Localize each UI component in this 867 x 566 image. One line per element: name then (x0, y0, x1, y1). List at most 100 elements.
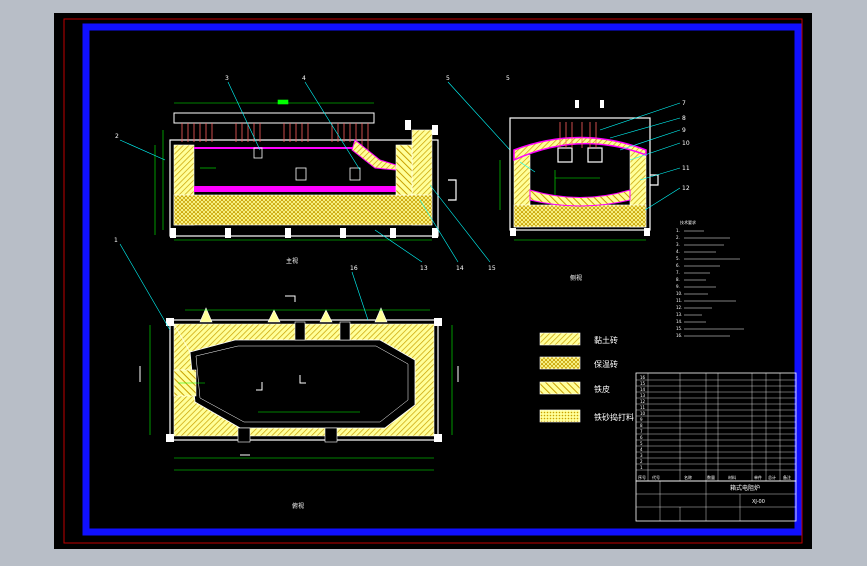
svg-text:3: 3 (640, 453, 643, 458)
svg-text:12: 12 (640, 399, 646, 404)
side-legs (510, 100, 650, 236)
legend-label-2: 保温砖 (594, 359, 618, 369)
front-legs (170, 120, 438, 238)
title-block: 箱式电阻炉 XJ-00 (635, 480, 797, 522)
svg-text:9.: 9. (676, 284, 680, 289)
svg-text:7: 7 (682, 100, 686, 107)
outer-red-frame (63, 18, 803, 544)
svg-text:1: 1 (640, 465, 643, 470)
plan-chamber-bevel (195, 345, 409, 423)
svg-text:4: 4 (302, 75, 306, 82)
svg-text:7.: 7. (676, 270, 680, 275)
plan-peaks (199, 307, 388, 323)
plan-wall-slots (237, 321, 351, 443)
svg-text:3: 3 (225, 75, 229, 82)
front-dimensions (154, 99, 432, 241)
svg-text:5: 5 (640, 441, 643, 446)
side-arch (513, 136, 647, 162)
front-heating-rods (181, 123, 369, 160)
svg-text:11: 11 (682, 165, 690, 172)
svg-text:5: 5 (446, 75, 450, 82)
front-handle (448, 179, 457, 201)
svg-text:4: 4 (640, 447, 643, 452)
front-floor (173, 194, 433, 226)
legend-swatch-4 (539, 409, 581, 423)
svg-text:6.: 6. (676, 263, 680, 268)
side-outer-shell (509, 117, 651, 231)
side-dimensions (499, 160, 646, 241)
front-outer-shell (169, 139, 439, 237)
svg-text:2.: 2. (676, 235, 680, 240)
svg-text:2: 2 (115, 133, 119, 140)
front-view[interactable]: 2 3 4 5 5 13 14 15 主视 (115, 75, 511, 272)
plan-view-label: 俯视 (292, 502, 304, 510)
side-callouts: 7 8 9 10 11 12 (682, 100, 690, 192)
front-view-label: 主视 (286, 257, 298, 265)
side-hearth (529, 189, 631, 207)
notes-text-lines (684, 230, 744, 337)
svg-text:12.: 12. (676, 305, 682, 310)
svg-text:14: 14 (640, 387, 646, 392)
front-callouts: 2 3 4 5 5 13 14 15 (115, 75, 510, 272)
svg-text:13: 13 (420, 265, 428, 272)
svg-text:12: 12 (682, 185, 690, 192)
svg-text:4.: 4. (676, 249, 680, 254)
plan-inner-chamber (189, 339, 416, 429)
legend-label-4: 铁砂捣打料 (594, 412, 634, 422)
svg-text:8: 8 (640, 423, 643, 428)
legend-swatch-3 (539, 381, 581, 395)
front-thermocouple-3 (349, 167, 361, 181)
front-door-frame (395, 144, 413, 196)
side-handle (650, 174, 659, 186)
svg-text:10: 10 (640, 411, 646, 416)
side-view-label: 侧视 (570, 274, 582, 282)
title-block-number: XJ-00 (752, 499, 765, 505)
svg-text:16: 16 (350, 265, 358, 272)
front-thermocouple-1 (253, 147, 263, 159)
side-element-box-1 (557, 147, 573, 163)
svg-text:备注: 备注 (783, 474, 791, 480)
svg-text:10: 10 (682, 140, 690, 147)
plan-section-markers (139, 295, 459, 456)
svg-text:技术要求: 技术要求 (680, 219, 696, 225)
side-floor (513, 204, 647, 228)
legend-swatch-2 (539, 356, 581, 370)
svg-text:7: 7 (640, 429, 643, 434)
svg-text:15: 15 (640, 381, 646, 386)
svg-text:3.: 3. (676, 242, 680, 247)
svg-text:2: 2 (640, 459, 643, 464)
side-leaders (519, 102, 681, 211)
svg-text:材料: 材料 (728, 474, 736, 480)
svg-text:5.: 5. (676, 256, 680, 261)
parts-list: 16 15 14 13 12 11 10 9 8 7 6 5 4 3 2 1 序… (635, 372, 797, 482)
title-block-name: 箱式电阻炉 (730, 484, 760, 492)
material-legend: 黏土砖 保温砖 铁皮 铁砂捣打料 (539, 332, 634, 423)
svg-text:16: 16 (640, 375, 646, 380)
front-hearth-plate (194, 186, 412, 192)
technical-notes: 技术要求 1. 2. 3. 4. 5. 6. 7. 8. 9. 10. 11. … (676, 219, 696, 338)
svg-text:代号: 代号 (652, 474, 660, 480)
svg-text:14.: 14. (676, 319, 682, 324)
plan-legs (166, 318, 442, 442)
svg-text:16.: 16. (676, 333, 682, 338)
svg-text:1: 1 (114, 237, 118, 244)
side-element-box-2 (587, 147, 603, 163)
legend-swatch-1 (539, 332, 581, 346)
svg-text:6: 6 (640, 435, 643, 440)
svg-text:单件: 单件 (754, 474, 762, 480)
svg-text:9: 9 (682, 127, 686, 134)
svg-text:14: 14 (456, 265, 464, 272)
plan-view[interactable]: 1 16 俯视 (114, 237, 459, 510)
side-view[interactable]: 7 8 9 10 11 12 侧视 (499, 100, 690, 282)
plan-callouts: 1 16 (114, 237, 358, 272)
legend-label-1: 黏土砖 (594, 335, 618, 345)
svg-text:13.: 13. (676, 312, 682, 317)
svg-text:数量: 数量 (707, 474, 715, 480)
svg-text:5: 5 (506, 75, 510, 82)
svg-text:8.: 8. (676, 277, 680, 282)
svg-text:10.: 10. (676, 291, 682, 296)
front-leaders (119, 81, 511, 263)
svg-text:15.: 15. (676, 326, 682, 331)
